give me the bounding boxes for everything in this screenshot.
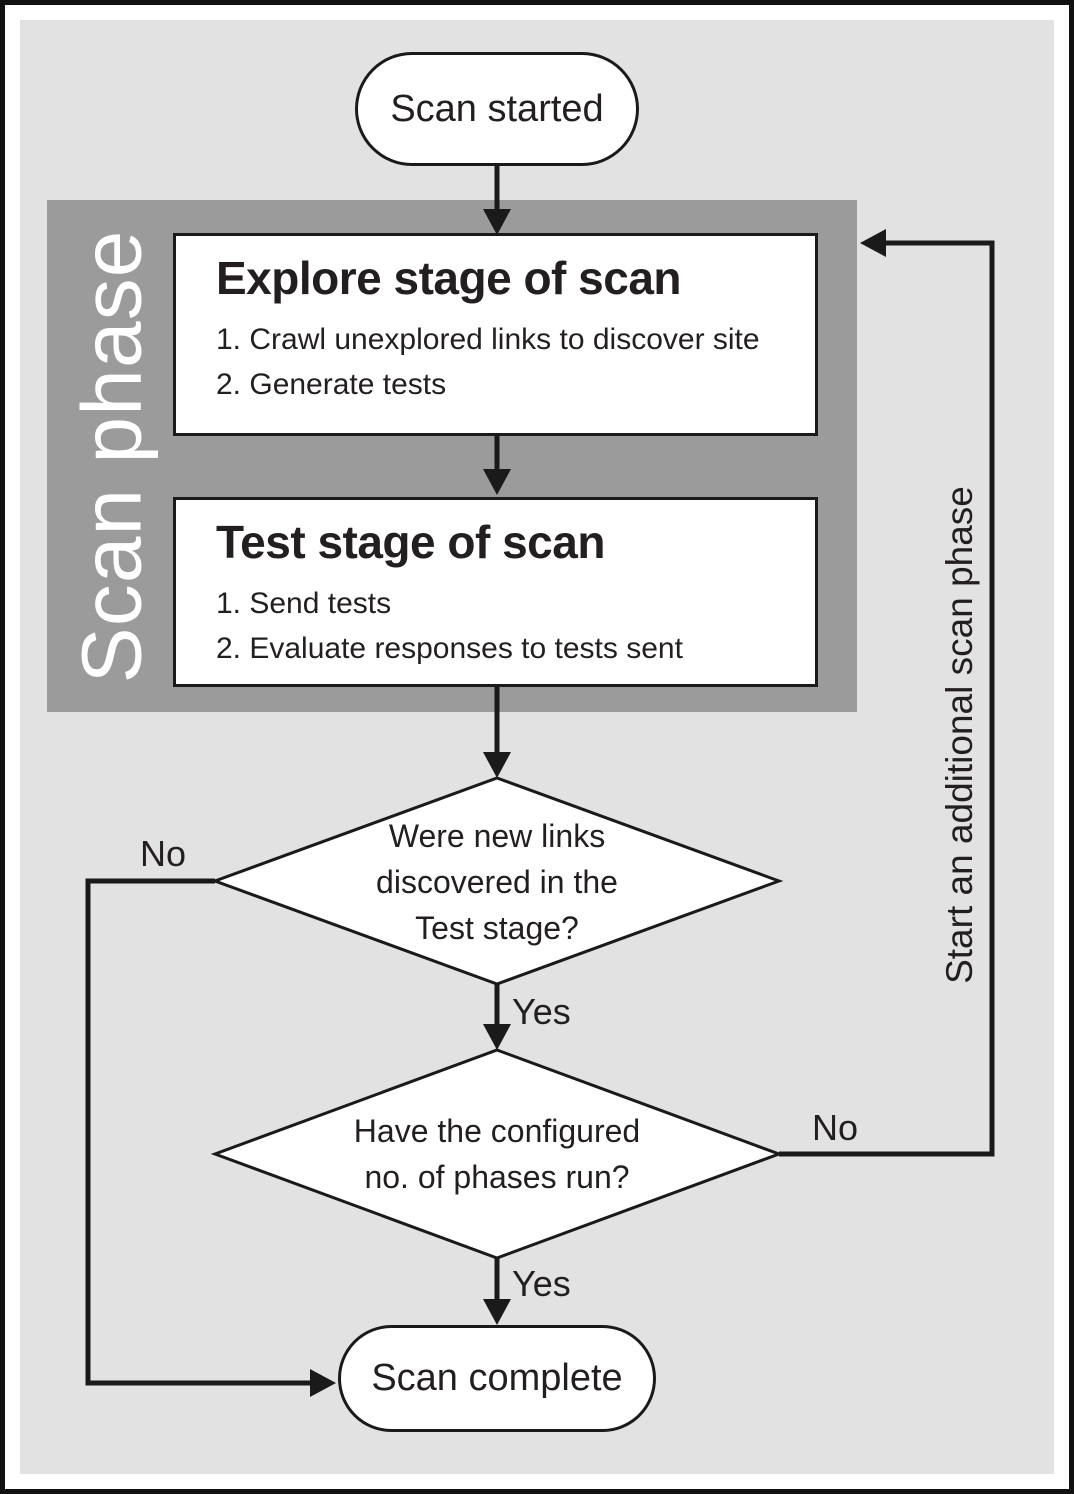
edge-phases-no-loop (779, 240, 995, 1157)
decision-links-text: Were new links discovered in the Test st… (297, 788, 697, 976)
phases-yes-label: Yes (512, 1263, 571, 1304)
links-no-label: No (140, 833, 187, 874)
decision-links-line: Were new links (388, 817, 606, 854)
start-node: Scan started (355, 52, 639, 166)
loop-annotation-text: Start an additional scan phase (939, 486, 981, 984)
links-yes-label: Yes (512, 991, 571, 1032)
loop-annotation: Start an additional scan phase (915, 445, 1005, 1025)
arrowhead-right-icon (310, 1369, 336, 1397)
explore-stage-item: 1. Crawl unexplored links to discover si… (216, 322, 760, 356)
decision-phases-line: no. of phases run? (364, 1159, 630, 1195)
start-node-label: Scan started (390, 87, 604, 130)
decision-phases-diamond (210, 1048, 784, 1260)
decision-links-line: discovered in the (376, 863, 618, 900)
edge-links-no (85, 878, 312, 1386)
decision-links-diamond (210, 776, 784, 986)
arrowhead-left-icon (860, 229, 886, 257)
explore-stage-items: 1. Crawl unexplored links to discover si… (216, 317, 795, 407)
test-stage-items: 1. Send tests 2. Evaluate responses to t… (216, 581, 795, 671)
decision-phases-text: Have the configured no. of phases run? (297, 1062, 697, 1246)
arrowhead-down-icon (483, 1299, 511, 1325)
end-node-label: Scan complete (371, 1357, 623, 1399)
phases-no-label: No (812, 1107, 859, 1148)
arrowhead-down-icon (483, 752, 511, 778)
decision-phases-line: Have the configured (353, 1112, 641, 1149)
test-stage-item: 1. Send tests (216, 586, 392, 620)
arrowhead-down-icon (483, 469, 511, 495)
decision-links-line: Test stage? (415, 910, 579, 947)
explore-stage-node: Explore stage of scan 1. Crawl unexplore… (173, 233, 818, 436)
arrowhead-down-icon (483, 1024, 511, 1050)
explore-stage-title: Explore stage of scan (216, 252, 682, 304)
test-stage-item: 2. Evaluate responses to tests sent (216, 631, 683, 665)
explore-stage-item: 2. Generate tests (216, 367, 447, 401)
arrowhead-down-icon (483, 209, 511, 235)
test-stage-node: Test stage of scan 1. Send tests 2. Eval… (173, 497, 818, 687)
end-node: Scan complete (338, 1325, 656, 1432)
test-stage-title: Test stage of scan (216, 516, 605, 568)
